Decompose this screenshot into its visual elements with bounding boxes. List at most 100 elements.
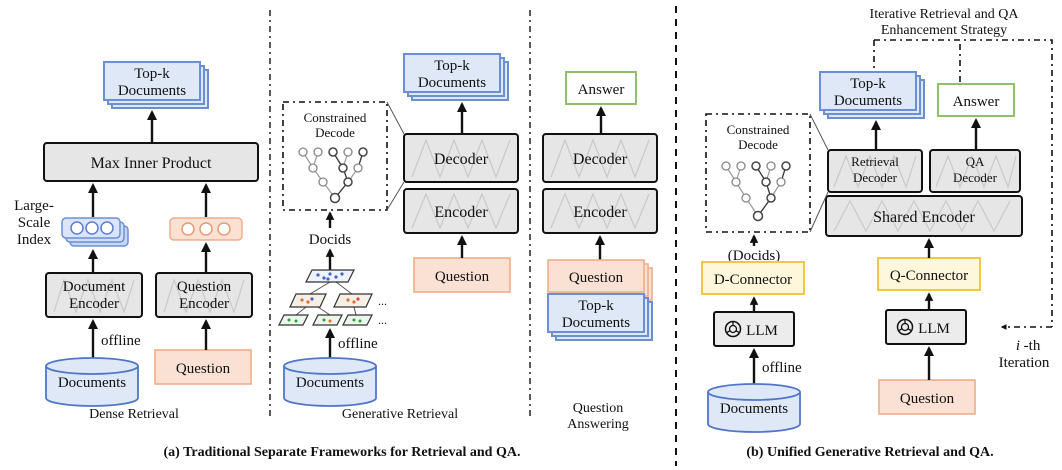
gen-decode-tree [298,147,368,204]
shared-encoder-label: Shared Encoder [873,209,975,226]
unified-question-label: Question [900,391,955,407]
gen-offline-label: offline [338,336,378,352]
qa-topk-documents: Top-k Documents [547,293,653,341]
unified-answer-label: Answer [953,94,1000,110]
unified-constrained-label-1: Constrained [727,122,790,137]
qa-question-label: Question [569,270,624,286]
llm-logo-icon [724,320,742,338]
qa-encoder-pattern [550,192,650,230]
generative-retrieval-section: Top-k Documents Decoder Encoder Question… [278,53,519,422]
question-encoder-label-2: Encoder [179,296,229,312]
qa-decoder-unified-pattern [935,154,1017,189]
qa-title-1: Question [573,401,624,416]
gen-documents-label: Documents [296,375,364,391]
panel-b-caption: (b) Unified Generative Retrieval and QA. [746,445,993,460]
d-llm-label: LLM [746,323,778,339]
index-label-3: Index [17,232,52,248]
retrieval-decoder-pattern [833,154,917,189]
retrieval-decoder-box [827,149,923,193]
qa-decoder-label: Decoder [573,151,628,168]
q-connector-label: Q-Connector [890,268,968,284]
gen-zoom-line-top [386,101,405,135]
strategy-label-2: Enhancement Strategy [881,23,1007,38]
dense-retrieval-title: Dense Retrieval [89,407,179,422]
gen-cluster-ellipsis-2: ... [378,313,387,327]
unified-framework-section: Iterative Retrieval and QA Enhancement S… [701,7,1053,433]
unified-answer-box [937,83,1015,117]
gen-encoder-pattern [411,192,511,230]
gen-topk-documents: Top-k Documents [403,53,509,101]
gen-constrained-decode-box [282,101,388,211]
unified-zoom-line-top [809,113,829,151]
document-encoder-label-2: Encoder [69,296,119,312]
question-embedding-vector [169,217,243,241]
dense-documents-database: Documents [45,357,139,407]
qa-title-2: Answering [567,417,628,432]
unified-constrained-decode-box [705,113,811,233]
unified-topk-label: Top-k [850,76,886,92]
gen-constrained-label-1: Constrained [304,110,367,125]
unified-question-box [878,379,976,415]
question-encoder-pattern [163,278,245,314]
unified-topk-documents-label: Documents [834,93,902,109]
gen-question-label: Question [435,269,490,285]
index-label-1: Large- [14,198,54,214]
q-llm-box [885,309,967,345]
qa-decoder-pattern [550,138,650,179]
document-encoder-pattern [53,278,135,314]
max-inner-product-box [43,142,259,182]
dense-documents-label: Documents [58,375,126,391]
dense-question-label: Question [176,361,231,377]
unified-offline-label: offline [762,360,802,376]
iteration-i: i [1016,338,1020,354]
d-connector-label: D-Connector [714,272,792,288]
gen-cluster-ellipsis-1: ... [378,294,387,308]
retrieval-decoder-label-2: Decoder [853,170,898,185]
unified-constrained-label-2: Decode [738,137,778,152]
gen-encoder-label: Encoder [434,204,488,221]
qa-answer-label: Answer [578,82,625,98]
gen-decoder-label: Decoder [434,151,489,168]
gen-docids-label: Docids [309,232,352,248]
iteration-th: -th [1024,338,1041,354]
qa-topk-label: Top-k [578,298,614,314]
d-connector-box [701,261,805,295]
gen-constrained-label-2: Decode [315,125,355,140]
dense-question-box [154,349,252,385]
question-answering-section: Answer Decoder Encoder Question Top-k Do… [542,71,658,432]
unified-documents-database: Documents [707,383,801,433]
shared-encoder-pattern [833,199,1011,233]
q-llm-label: LLM [918,321,950,337]
dense-topk-documents-label: Documents [118,83,186,99]
gen-topk-documents-label: Documents [418,75,486,91]
unified-zoom-line-bottom [809,191,829,233]
max-inner-product-label: Max Inner Product [91,155,212,172]
shared-encoder-box [825,195,1023,237]
dense-retrieval-section: Top-k Documents Max Inner Product Large-… [14,61,259,422]
index-label-2: Scale [18,215,51,231]
generative-retrieval-title: Generative Retrieval [342,407,458,422]
gen-topk-label: Top-k [434,58,470,74]
gen-zoom-line-bottom [386,181,405,211]
d-llm-box [713,311,795,347]
unified-topk-documents: Top-k Documents [819,71,925,119]
docid-clustering-graphic: ... ... [278,269,387,327]
qa-answer-box [565,71,637,105]
dense-topk-documents: Top-k Documents [103,61,209,109]
qa-encoder-label: Encoder [573,204,627,221]
qa-decoder-unified-label-2: Decoder [953,170,998,185]
qa-topk-documents-label: Documents [562,315,630,331]
gen-decoder-pattern [411,138,511,179]
iteration-label: Iteration [999,355,1050,371]
document-encoder-label-1: Document [63,279,126,295]
unified-docids-label: (Docids) [728,248,781,264]
llm-logo-icon [896,318,914,336]
unified-decode-tree [721,161,791,222]
unified-documents-label: Documents [720,401,788,417]
iteration-loop-line [874,39,1053,327]
strategy-label-1: Iterative Retrieval and QA [870,7,1020,22]
question-encoder-label-1: Question [177,279,232,295]
retrieval-decoder-label-1: Retrieval [851,154,899,169]
qa-decoder-unified-label-1: QA [966,154,985,169]
panel-a-caption: (a) Traditional Separate Frameworks for … [164,445,521,460]
